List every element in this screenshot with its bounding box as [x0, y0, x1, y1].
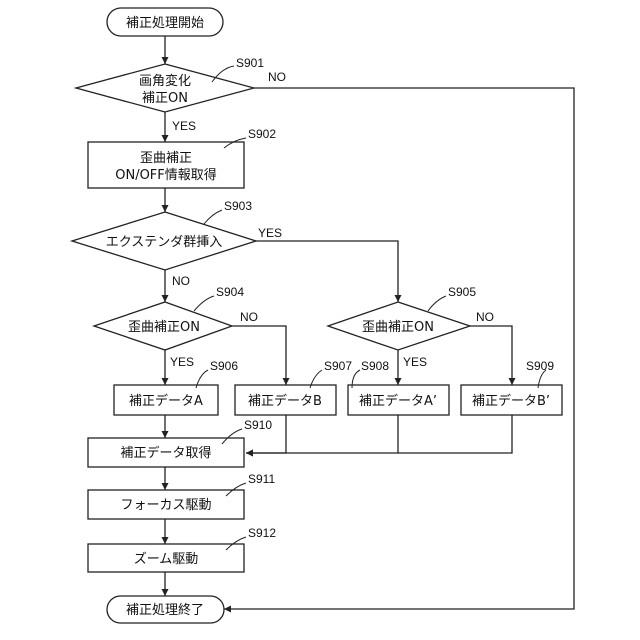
s903-label: エクステンダ群挿入 [106, 235, 223, 250]
s907-label: 補正データB [248, 393, 322, 409]
edge-s905-no-to-s909 [470, 326, 512, 385]
end-label: 補正処理終了 [126, 602, 204, 618]
s905-step-label: S905 [448, 285, 476, 299]
s906-step-label: S906 [210, 359, 238, 373]
s910-step-label: S910 [244, 418, 272, 432]
s909-label: 補正データB’ [472, 393, 550, 409]
s905-label: 歪曲補正ON [362, 320, 434, 335]
s901-label-line2: 補正ON [142, 91, 188, 106]
edge-s903-yes-to-s905 [256, 241, 398, 302]
s903-leader [204, 210, 222, 224]
s905-yes-label: YES [403, 355, 427, 369]
s911-label: フォーカス駆動 [120, 498, 211, 513]
s904-yes-label: YES [170, 355, 194, 369]
s912-step-label: S912 [248, 526, 276, 540]
s905-no-label: NO [476, 310, 494, 324]
s904-step-label: S904 [216, 285, 244, 299]
s902-label-line2: ON/OFF情報取得 [115, 167, 217, 183]
s901-label-line1: 画角変化 [139, 73, 191, 89]
s911-step-label: S911 [248, 472, 275, 486]
s908-step-label: S908 [361, 359, 389, 373]
s903-yes-label: YES [258, 226, 282, 240]
s902-step-label: S902 [248, 127, 276, 141]
s902-label-line1: 歪曲補正 [140, 151, 192, 166]
s904-no-label: NO [240, 310, 258, 324]
s906-label: 補正データA [129, 393, 203, 409]
s905-leader [428, 296, 446, 311]
s903-step-label: S903 [224, 199, 252, 213]
s908-label: 補正データA’ [359, 393, 437, 409]
edge-s904-no-to-s907 [232, 326, 286, 385]
s904-label: 歪曲補正ON [128, 320, 200, 335]
s907-step-label: S907 [324, 359, 352, 373]
s903-no-label: NO [172, 274, 190, 288]
s901-no-label: NO [268, 70, 286, 84]
start-label: 補正処理開始 [126, 16, 204, 31]
s904-leader [194, 296, 214, 311]
s910-label: 補正データ取得 [120, 445, 211, 461]
s912-label: ズーム駆動 [134, 551, 199, 567]
s909-step-label: S909 [526, 359, 554, 373]
s901-yes-label: YES [172, 119, 196, 133]
s901-step-label: S901 [236, 56, 264, 70]
